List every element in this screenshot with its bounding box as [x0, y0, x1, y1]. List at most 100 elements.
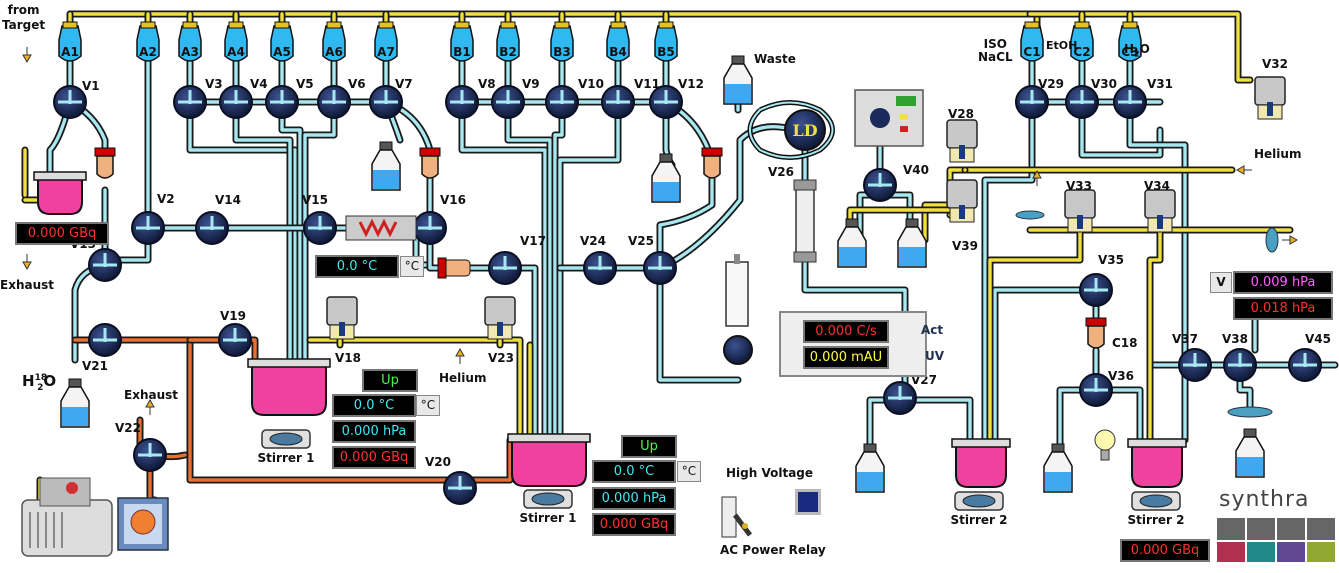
temp-left-unit-button[interactable]: °C: [400, 256, 424, 277]
vial-cap: [62, 21, 78, 29]
stirrer-1a[interactable]: Stirrer 1: [258, 429, 315, 465]
stirrer-1b[interactable]: Stirrer 1: [520, 489, 577, 525]
valve-v37[interactable]: [1178, 348, 1212, 382]
vial-cap: [1024, 21, 1040, 29]
valve-v31[interactable]: [1113, 85, 1147, 119]
high-voltage-button[interactable]: [795, 489, 821, 515]
stirrer-plate: [1139, 494, 1173, 508]
high-voltage-label: High Voltage: [726, 466, 814, 480]
valve-v21[interactable]: [88, 323, 122, 357]
gas-manifold-right: [1026, 10, 1254, 84]
vial-a5[interactable]: A5: [270, 21, 294, 62]
valve-v22[interactable]: [133, 438, 167, 472]
vial-b4[interactable]: B4: [606, 21, 630, 62]
valve-label-v25: V25: [628, 234, 654, 248]
vial-label: A3: [181, 45, 199, 59]
valve-v15[interactable]: [303, 211, 337, 245]
vial-c1[interactable]: C1: [1020, 21, 1044, 62]
vial-b1[interactable]: B1: [450, 21, 474, 62]
logo-square-top: [1307, 518, 1335, 540]
valve-v16[interactable]: [413, 211, 447, 245]
vial-c3[interactable]: C3: [1118, 21, 1142, 62]
pump-light: [66, 482, 78, 494]
solenoid-v28[interactable]: [946, 119, 978, 163]
valve-v5[interactable]: [265, 85, 299, 119]
reactor2-pressure-display: 0.000 hPa: [592, 487, 676, 510]
valve-v3[interactable]: [173, 85, 207, 119]
valve-v20[interactable]: [443, 471, 477, 505]
vial-a7[interactable]: A7: [374, 21, 398, 62]
vial-c2[interactable]: C2: [1070, 21, 1094, 62]
vacuum-pump[interactable]: [21, 477, 113, 557]
solenoid-v23[interactable]: [484, 296, 516, 340]
b4-r2: [556, 98, 622, 444]
stirrer-2b[interactable]: Stirrer 2: [1128, 491, 1185, 527]
valve-v12[interactable]: [649, 85, 683, 119]
valve-v36[interactable]: [1079, 373, 1113, 407]
valve-v6[interactable]: [317, 85, 351, 119]
pump-motor: [39, 477, 91, 507]
logo-square-top: [1217, 518, 1245, 540]
vial-b3[interactable]: B3: [550, 21, 574, 62]
valve-v35[interactable]: [1079, 273, 1113, 307]
stirrer-label: Stirrer 2: [951, 513, 1008, 527]
b2-r2: [504, 98, 554, 444]
vial-liquid: [857, 472, 883, 491]
valve-label-v33: V33: [1066, 179, 1092, 193]
vial-a3[interactable]: A3: [178, 21, 202, 62]
vial-a1[interactable]: A1: [58, 21, 82, 62]
valve-v11[interactable]: [601, 85, 635, 119]
valve-v25[interactable]: [643, 251, 677, 285]
hplc-injector[interactable]: LD: [747, 100, 835, 160]
vial-b2[interactable]: B2: [496, 21, 520, 62]
stirrer-plate: [962, 494, 996, 508]
solenoid-v34[interactable]: [1144, 189, 1176, 233]
valve-v10[interactable]: [545, 85, 579, 119]
vial-label: A2: [139, 45, 157, 59]
ac-power-relay-switch[interactable]: [721, 496, 752, 538]
valve-v7[interactable]: [369, 85, 403, 119]
cartridge-body: [703, 155, 721, 179]
valve-v13[interactable]: [88, 248, 122, 282]
reactor-lid: [951, 438, 1011, 448]
valve-v14[interactable]: [195, 211, 229, 245]
vial-a4[interactable]: A4: [224, 21, 248, 62]
valve-v29[interactable]: [1015, 85, 1049, 119]
hplc-pump[interactable]: [854, 89, 924, 147]
solenoid-v39[interactable]: [946, 179, 978, 223]
tube-fill: [73, 338, 512, 482]
reactor2-temp-unit-button[interactable]: °C: [677, 461, 701, 482]
valve-v17[interactable]: [488, 251, 522, 285]
valve-v8[interactable]: [445, 85, 479, 119]
valve-channel: [308, 216, 332, 230]
valve-label-v30: V30: [1091, 77, 1117, 91]
vial-b5[interactable]: B5: [654, 21, 678, 62]
valve-v24[interactable]: [583, 251, 617, 285]
reactor-2: [507, 433, 591, 487]
valve-v30[interactable]: [1065, 85, 1099, 119]
valve-v9[interactable]: [491, 85, 525, 119]
reactor1-temp-unit-button[interactable]: °C: [416, 395, 440, 416]
vial-a6[interactable]: A6: [322, 21, 346, 62]
syringe[interactable]: [723, 254, 753, 365]
valve-v27[interactable]: [883, 381, 917, 415]
valve-v4[interactable]: [219, 85, 253, 119]
valve-v38[interactable]: [1223, 348, 1257, 382]
valve-label-v12: V12: [678, 77, 704, 91]
valve-v19[interactable]: [218, 323, 252, 357]
reactor-vessel: [955, 445, 1007, 488]
vial-a2[interactable]: A2: [136, 21, 160, 62]
solenoid-v33[interactable]: [1064, 189, 1096, 233]
solenoid-v32[interactable]: [1254, 76, 1286, 120]
cartridge-c18: [1085, 317, 1107, 349]
stirrer-2a[interactable]: Stirrer 2: [951, 491, 1008, 527]
tube-fill: [983, 100, 1034, 452]
valve-v1[interactable]: [53, 85, 87, 119]
valve-label-v36: V36: [1108, 369, 1134, 383]
vac-lower: [71, 336, 514, 484]
vacuum-v-button[interactable]: V: [1210, 272, 1232, 293]
solenoid-v18[interactable]: [326, 296, 358, 340]
valve-v2[interactable]: [131, 211, 165, 245]
valve-v40[interactable]: [863, 168, 897, 202]
valve-v45[interactable]: [1288, 348, 1322, 382]
